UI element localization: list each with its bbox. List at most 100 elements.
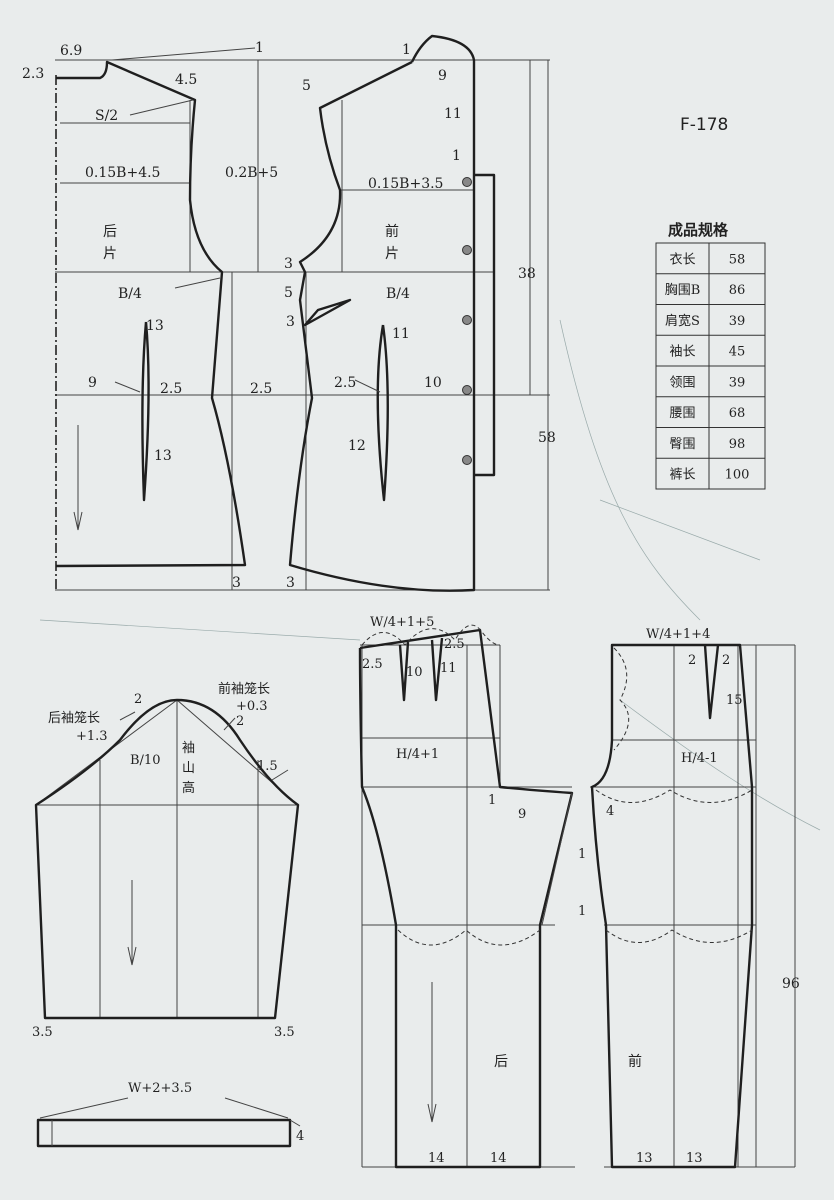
label-front-dart-15: 15 bbox=[726, 693, 743, 708]
label-back-crotch-1: 1 bbox=[488, 793, 496, 808]
bodice-labels: 6.9 2.3 1 4.5 S/2 0.15B+4.5 0.2B+5 0.15B… bbox=[22, 40, 556, 591]
label-front-crotch-4: 4 bbox=[606, 804, 614, 819]
label-trousers-front: 前 bbox=[628, 1053, 642, 1070]
trousers-front-labels: W/4+1+4 2 2 15 H/4-1 4 前 13 13 96 bbox=[606, 627, 800, 1166]
label-front-hem-a: 13 bbox=[636, 1151, 653, 1166]
spec-row-label: 衣长 bbox=[669, 251, 695, 267]
label-trousers-back: 后 bbox=[494, 1054, 508, 1070]
label-sleeve-hem-left: 3.5 bbox=[32, 1025, 53, 1040]
label-back-dart-top: 13 bbox=[146, 318, 164, 334]
label-cap-2a: 2 bbox=[134, 692, 142, 707]
label-back-crotch-9: 9 bbox=[518, 807, 526, 822]
pattern-code: F-178 bbox=[680, 115, 728, 135]
label-neck-depth: 2.3 bbox=[22, 66, 44, 82]
label-front-neck-5: 5 bbox=[302, 78, 311, 94]
label-back-25a: 2.5 bbox=[362, 657, 383, 672]
spec-row-value: 39 bbox=[729, 314, 746, 329]
label-front-curve-add: +0.3 bbox=[236, 699, 268, 714]
label-front-width: 0.15B+3.5 bbox=[368, 176, 443, 192]
label-side-1a: 1 bbox=[578, 847, 586, 862]
label-cap-height-2: 山 bbox=[182, 761, 195, 776]
label-front-2b: 2 bbox=[722, 653, 730, 668]
spec-table-title: 成品规格 bbox=[668, 221, 729, 239]
label-hem-3a: 3 bbox=[232, 575, 241, 591]
label-side-3b: 3 bbox=[286, 314, 295, 330]
label-front-bust: B/4 bbox=[386, 286, 410, 302]
label-sleeve-hem-right: 3.5 bbox=[274, 1025, 295, 1040]
spec-row-label: 肩宽S bbox=[665, 313, 700, 329]
label-neck-width: 6.9 bbox=[60, 43, 82, 59]
trousers-back-block bbox=[358, 624, 575, 1169]
label-front-hem-b: 13 bbox=[686, 1151, 703, 1166]
label-top-offset: 1 bbox=[255, 40, 264, 56]
label-front-piece-1: 前 bbox=[385, 223, 399, 240]
spec-row-label: 腰围 bbox=[669, 406, 695, 421]
label-waist-10: 10 bbox=[424, 375, 442, 391]
spec-row-value: 45 bbox=[729, 345, 746, 360]
spec-row-value: 58 bbox=[729, 252, 746, 267]
spec-row-label: 领围 bbox=[669, 375, 695, 390]
spec-row-label: 臀围 bbox=[669, 437, 695, 452]
spec-row-value: 68 bbox=[729, 406, 746, 421]
label-cap-2b: 2 bbox=[236, 714, 244, 729]
label-side-1b: 1 bbox=[578, 904, 586, 919]
sleeve-labels: 后袖笼长 +1.3 前袖笼长 +0.3 2 2 1.5 B/10 袖 山 高 3… bbox=[32, 681, 295, 1040]
label-front-piece-2: 片 bbox=[385, 246, 399, 262]
spec-row-label: 裤长 bbox=[669, 468, 695, 483]
label-cap-height-3: 高 bbox=[182, 780, 195, 796]
label-waistband-width: 4 bbox=[296, 1129, 304, 1144]
trousers-front-block bbox=[590, 643, 796, 1169]
label-height-38: 38 bbox=[518, 266, 536, 282]
sleeve-block bbox=[34, 698, 300, 1020]
label-back-bust-val: B/4 bbox=[118, 286, 142, 302]
label-front-neck-11: 11 bbox=[444, 106, 462, 122]
label-side-3a: 3 bbox=[284, 256, 293, 272]
label-back-dart-11: 11 bbox=[440, 661, 457, 676]
label-back-width: 0.15B+4.5 bbox=[85, 165, 160, 181]
label-side-5: 5 bbox=[284, 285, 293, 301]
background-ghost-lines bbox=[39, 319, 821, 831]
label-height-58: 58 bbox=[538, 430, 556, 446]
label-waist-25c: 2.5 bbox=[334, 375, 356, 391]
label-back-waist: W/4+1+5 bbox=[370, 615, 434, 630]
label-cap-height-1: 袖 bbox=[182, 741, 195, 756]
label-waistband-length: W+2+3.5 bbox=[128, 1081, 192, 1096]
label-back-hip: H/4+1 bbox=[396, 747, 439, 762]
label-hem-3b: 3 bbox=[286, 575, 295, 591]
spec-row-label: 袖长 bbox=[669, 345, 695, 360]
spec-table: 成品规格 衣长 58 胸围B 86 肩宽S 39 袖长 45 领围 39 腰围 68 臀围 98 裤长 100 bbox=[655, 221, 766, 490]
label-armhole: 0.2B+5 bbox=[225, 165, 278, 181]
label-back-25b: 2.5 bbox=[444, 637, 465, 652]
label-front-neck-1b: 1 bbox=[452, 148, 461, 164]
label-front-hip: H/4-1 bbox=[681, 751, 718, 766]
label-front-waist: W/4+1+4 bbox=[646, 627, 710, 642]
label-front-dart-bottom: 12 bbox=[348, 438, 366, 454]
label-back-curve-add: +1.3 bbox=[76, 729, 108, 744]
spec-row-value: 98 bbox=[729, 437, 746, 452]
label-back-curve: 后袖笼长 bbox=[48, 710, 100, 726]
label-waist-25b: 2.5 bbox=[250, 381, 272, 397]
label-front-curve: 前袖笼长 bbox=[218, 681, 270, 697]
label-front-dart-top: 11 bbox=[392, 326, 410, 342]
label-b10: B/10 bbox=[130, 753, 160, 768]
spec-row-label: 胸围B bbox=[665, 283, 701, 298]
label-waist-25a: 2.5 bbox=[160, 381, 182, 397]
waistband-block: W+2+3.5 4 bbox=[36, 1081, 304, 1148]
bodice-block bbox=[55, 34, 550, 592]
spec-row-value: 100 bbox=[725, 468, 750, 483]
label-back-hem-a: 14 bbox=[428, 1151, 445, 1166]
label-cap-15: 1.5 bbox=[257, 759, 278, 774]
trousers-back-labels: W/4+1+5 2.5 2.5 10 11 H/4+1 1 9 1 1 后 14… bbox=[362, 615, 586, 1166]
label-back-hem-b: 14 bbox=[490, 1151, 507, 1166]
spec-row-value: 86 bbox=[729, 283, 746, 298]
label-front-neck-9: 9 bbox=[438, 68, 447, 84]
label-waist-9: 9 bbox=[88, 375, 97, 391]
label-length-96: 96 bbox=[782, 976, 800, 992]
label-front-2a: 2 bbox=[688, 653, 696, 668]
label-back-piece-1: 后 bbox=[103, 224, 117, 240]
label-shoulder-slope: 4.5 bbox=[175, 72, 197, 88]
label-back-dart-bottom: 13 bbox=[154, 448, 172, 464]
spec-row-value: 39 bbox=[729, 375, 746, 390]
label-back-dart-10: 10 bbox=[406, 665, 423, 680]
